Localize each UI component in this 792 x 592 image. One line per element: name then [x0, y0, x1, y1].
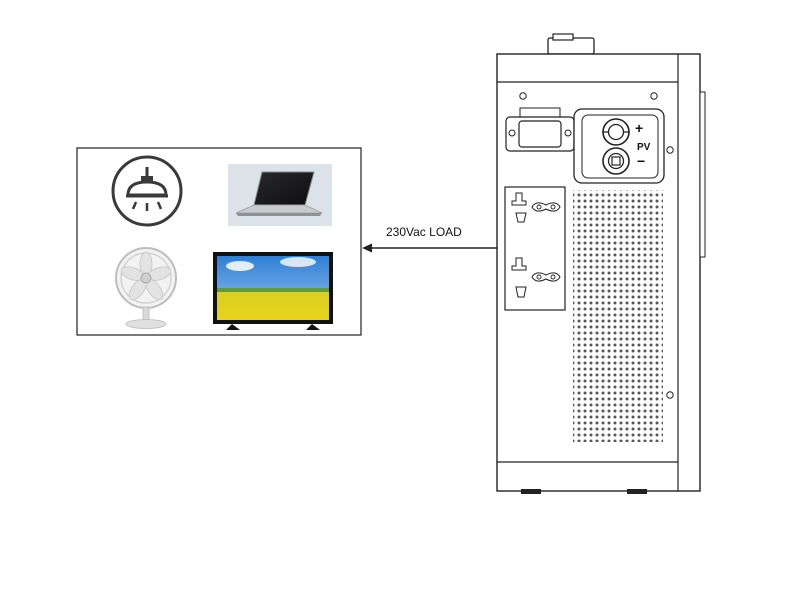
pv-negative-terminal — [602, 147, 630, 175]
ceiling-lamp-icon — [111, 155, 183, 227]
breaker-block — [505, 107, 575, 152]
pv-terminal-block: + PV − — [573, 108, 665, 184]
pv-label: PV — [637, 142, 651, 153]
pv-positive-terminal — [602, 118, 630, 146]
fan-icon — [115, 247, 177, 329]
load-connection-arrow — [362, 243, 506, 253]
laptop-icon — [228, 164, 332, 226]
pv-plus-sign: + — [635, 120, 643, 136]
pv-minus-sign: − — [637, 153, 645, 169]
ac-socket-2 — [511, 257, 561, 298]
tv-icon — [213, 252, 333, 330]
ac-socket-plate — [504, 186, 566, 311]
inverter-unit: + PV − — [496, 33, 706, 494]
ac-socket-1 — [511, 192, 561, 223]
loads-panel — [76, 147, 362, 336]
load-connection-label: 230Vac LOAD — [386, 225, 462, 239]
ventilation-grille — [573, 190, 663, 442]
